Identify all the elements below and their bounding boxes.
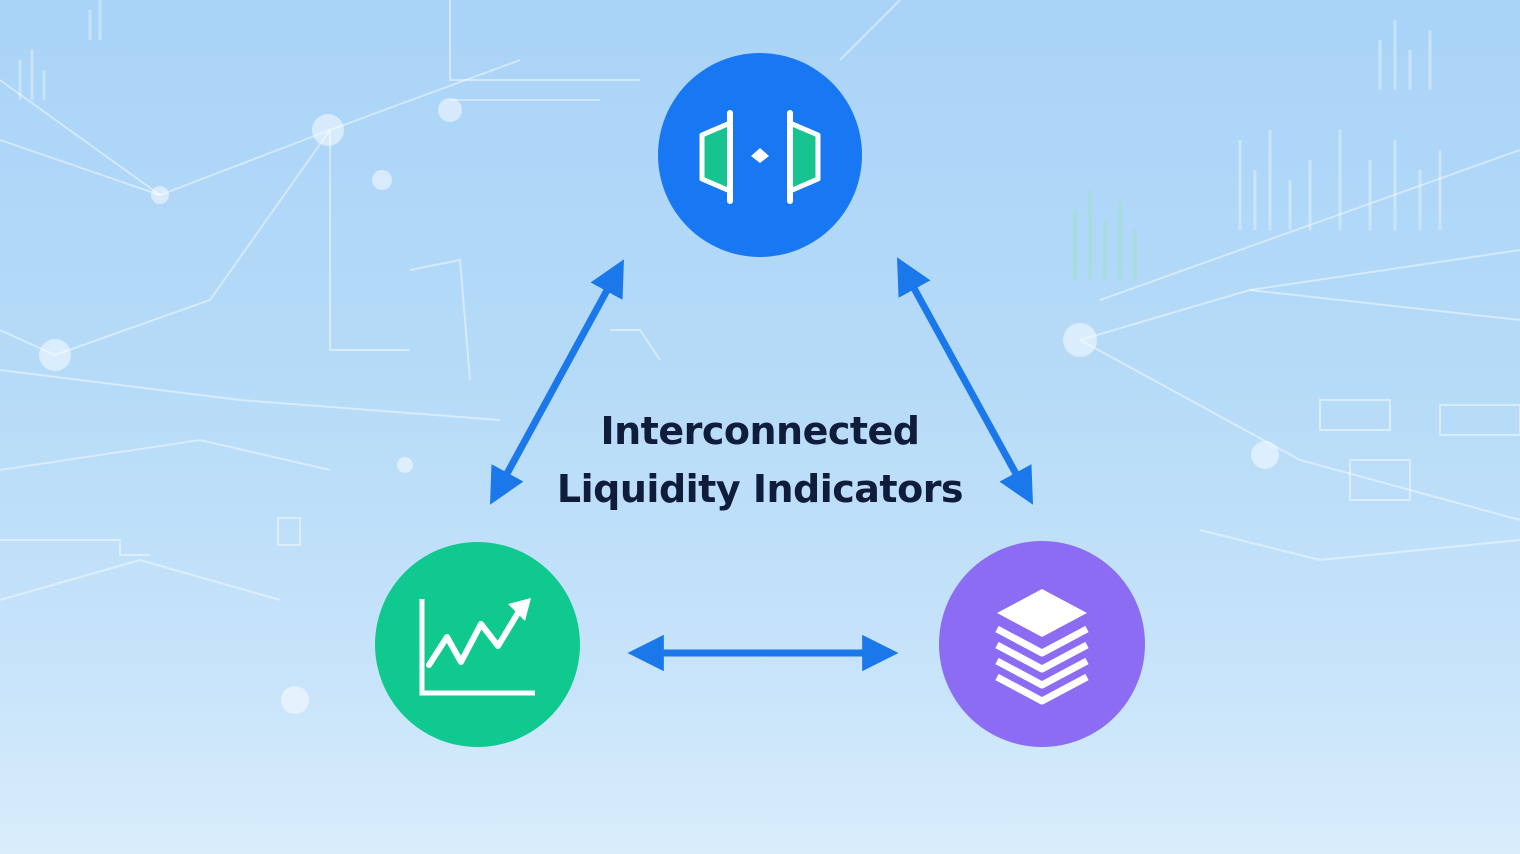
trending-chart-icon [419,598,535,696]
title-line-2: Liquidity Indicators [556,467,964,511]
layers-stack-icon [995,589,1089,705]
arrow-top-left [490,259,624,505]
arrow-top-right [896,257,1034,505]
title-line-1: Interconnected [600,409,920,453]
node-bid-ask [658,53,862,257]
node-liquidity-layers [939,541,1145,747]
node-market-trend [375,542,580,747]
diagram-title: Interconnected Liquidity Indicators [460,402,1060,518]
bid-ask-spread-icon [699,110,821,204]
